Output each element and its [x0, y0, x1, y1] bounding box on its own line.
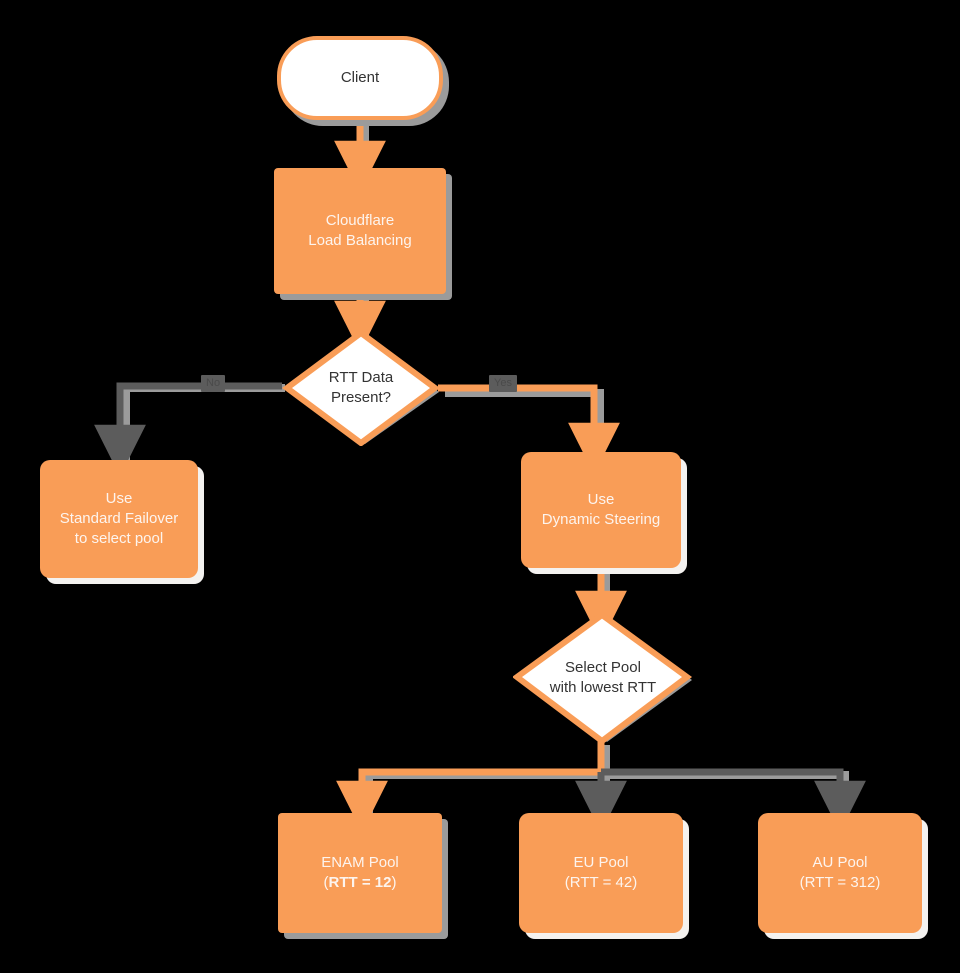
node-dynamic-steering-label: Use Dynamic Steering — [541, 491, 661, 528]
au-paren-close: ) — [875, 874, 881, 891]
edge-selectpool-to-au — [601, 768, 866, 833]
enam-paren-close: ) — [391, 874, 397, 891]
node-eu-pool[interactable]: EU Pool (RTT = 42) — [519, 813, 683, 933]
eu-paren-close: ) — [632, 874, 638, 891]
node-enam-pool[interactable]: ENAM Pool (RTT = 12) — [278, 813, 442, 933]
edge-label-no: No — [201, 375, 226, 392]
node-eu-pool-rtt: (RTT = 42) — [565, 873, 637, 893]
diamond-shape-select-pool — [511, 611, 693, 745]
node-enam-pool-rtt: (RTT = 12) — [324, 873, 397, 893]
edge-decision-no-to-failover — [94, 382, 282, 477]
node-cloudflare-load-balancing-label: Cloudflare Load Balancing — [308, 212, 412, 249]
enam-paren-open: ( — [323, 874, 329, 891]
node-rtt-data-present[interactable]: RTT Data Present? — [281, 329, 441, 447]
au-rtt-value: RTT = 312 — [804, 874, 876, 891]
au-paren-open: ( — [799, 874, 805, 891]
edge-selectpool-to-enam — [336, 768, 604, 833]
node-dynamic-steering[interactable]: Use Dynamic Steering — [521, 452, 681, 568]
node-au-pool-rtt: (RTT = 312) — [800, 873, 881, 893]
enam-rtt-value: RTT = 12 — [328, 874, 392, 891]
node-au-pool-name: AU Pool — [812, 854, 868, 872]
node-select-pool[interactable]: Select Pool with lowest RTT — [511, 611, 693, 745]
edge-label-no-text: No — [206, 377, 221, 389]
node-client[interactable]: Client — [277, 36, 443, 120]
node-enam-pool-name: ENAM Pool — [321, 854, 399, 872]
node-cloudflare-load-balancing[interactable]: Cloudflare Load Balancing — [274, 168, 446, 294]
edge-label-yes: Yes — [489, 375, 517, 392]
eu-rtt-value: RTT = 42 — [569, 874, 633, 891]
node-standard-failover[interactable]: Use Standard Failover to select pool — [40, 460, 198, 578]
node-eu-pool-name: EU Pool — [573, 854, 629, 872]
diamond-shape-rtt — [281, 329, 441, 447]
edge-decision-yes-to-steering — [438, 384, 620, 475]
node-au-pool[interactable]: AU Pool (RTT = 312) — [758, 813, 922, 933]
node-standard-failover-label: Use Standard Failover to select pool — [59, 490, 179, 547]
eu-paren-open: ( — [564, 874, 570, 891]
edge-label-yes-text: Yes — [494, 377, 512, 389]
node-client-label: Client — [340, 69, 380, 87]
